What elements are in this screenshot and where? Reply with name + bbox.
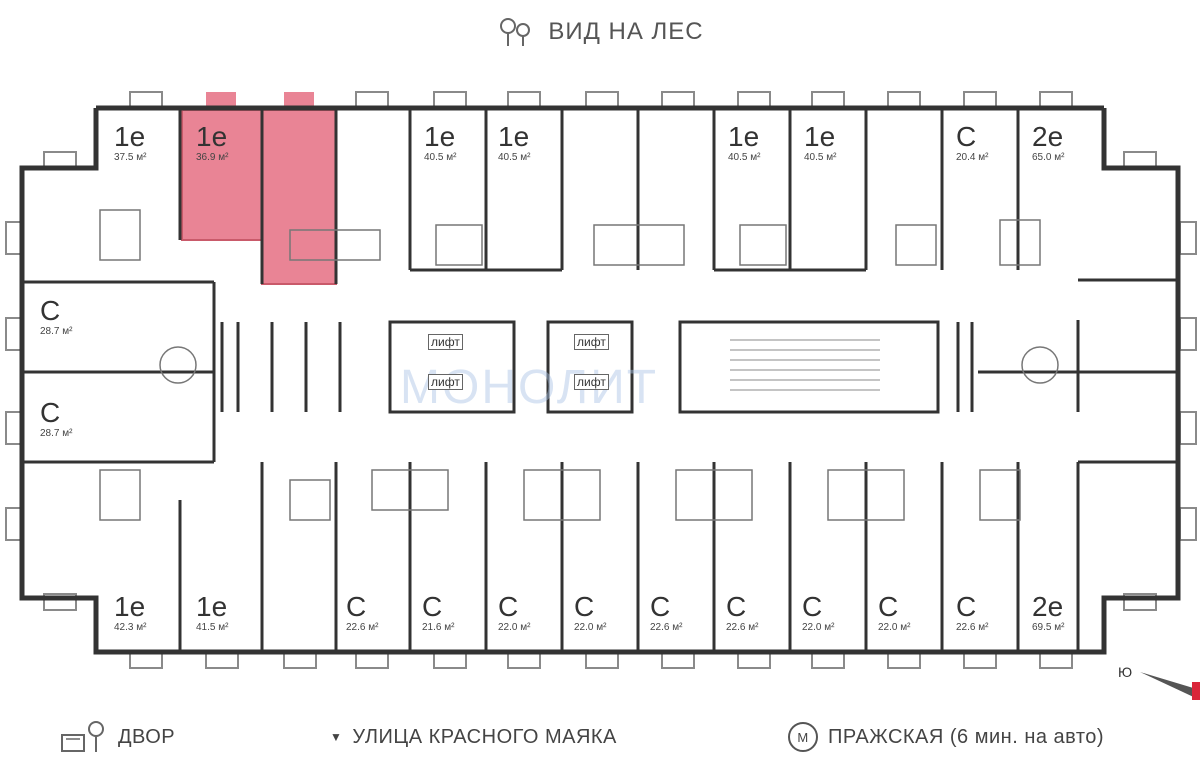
apartment-area: 22.0 м² [878,622,911,633]
yard-label: ДВОР [118,725,176,748]
apartment-area: 40.5 м² [424,152,457,163]
apartment-type: С [956,591,977,622]
apartment[interactable]: С 28.7 м² [40,296,112,366]
lift-label: лифт [574,374,609,390]
apartment[interactable]: 1е 40.5 м² [424,122,496,192]
apartment-area: 40.5 м² [804,152,837,163]
apartment[interactable]: С 20.4 м² [956,122,1028,192]
footer-metro: М ПРАЖСКАЯ (6 мин. на авто) [788,715,1104,759]
street-label: УЛИЦА КРАСНОГО МАЯКА [352,725,617,748]
apartment[interactable]: 1е 41.5 м² [196,592,268,662]
apartment-area: 69.5 м² [1032,622,1065,633]
apartment[interactable]: С 22.6 м² [346,592,418,662]
forest-icon [500,18,531,46]
apartment-type: С [346,591,367,622]
lift-label: лифт [574,334,609,350]
apartment-area: 40.5 м² [728,152,761,163]
apartment-type: 2е [1032,121,1064,152]
apartment-area: 22.0 м² [802,622,835,633]
apartment[interactable]: С 21.6 м² [422,592,494,662]
apartment-type: 1е [196,121,228,152]
triangle-down-icon: ▼ [330,730,343,744]
apartment-highlighted[interactable]: 1е 36.9 м² [196,122,268,192]
apartment-area: 28.7 м² [40,326,73,337]
metro-label: ПРАЖСКАЯ (6 мин. на авто) [828,725,1105,748]
apartment[interactable]: С 22.0 м² [802,592,874,662]
apartment-type: 1е [498,121,530,152]
apartment-type: С [802,591,823,622]
apartment[interactable]: С 28.7 м² [40,398,112,468]
apartment-area: 22.6 м² [956,622,989,633]
apartment-type: С [40,295,61,326]
apartment-type: 1е [114,121,146,152]
apartment[interactable]: С 22.6 м² [726,592,798,662]
apartment[interactable]: 1е 42.3 м² [114,592,186,662]
compass-label: Ю [1118,664,1133,680]
apartment[interactable]: С 22.6 м² [956,592,1028,662]
apartment[interactable]: С 22.0 м² [574,592,646,662]
apartment-area: 40.5 м² [498,152,531,163]
apartment-area: 22.0 м² [498,622,531,633]
apartment-type: С [956,121,977,152]
apartment[interactable]: 1е 40.5 м² [498,122,570,192]
apartment-area: 28.7 м² [40,428,73,439]
apartment-area: 20.4 м² [956,152,989,163]
header-title: ВИД НА ЛЕС [548,18,704,45]
apartment-area: 37.5 м² [114,152,147,163]
apartment-type: С [40,397,61,428]
apartment-area: 22.6 м² [726,622,759,633]
metro-icon: М [788,722,818,752]
apartment-type: 1е [804,121,836,152]
header: ВИД НА ЛЕС [0,10,1200,54]
apartment[interactable]: 1е 40.5 м² [804,122,876,192]
apartment-type: С [878,591,899,622]
apartment-area: 41.5 м² [196,622,229,633]
yard-icon [61,721,104,752]
apartment-type: 2е [1032,591,1064,622]
apartment-type: С [422,591,443,622]
apartment-type: С [726,591,747,622]
apartment[interactable]: С 22.0 м² [878,592,950,662]
apartment-area: 22.6 м² [650,622,683,633]
apartment-type: 1е [114,591,146,622]
lift-label: лифт [428,374,463,390]
apartment-area: 36.9 м² [196,152,229,163]
apartment-type: 1е [728,121,760,152]
apartment[interactable]: С 22.0 м² [498,592,570,662]
apartment-type: С [650,591,671,622]
apartment[interactable]: С 22.6 м² [650,592,722,662]
apartment-area: 42.3 м² [114,622,147,633]
apartment-area: 65.0 м² [1032,152,1065,163]
footer-street: ▼ УЛИЦА КРАСНОГО МАЯКА [330,715,617,759]
apartment-area: 22.6 м² [346,622,379,633]
apartment-area: 22.0 м² [574,622,607,633]
lift-label: лифт [428,334,463,350]
apartment[interactable]: 1е 37.5 м² [114,122,186,192]
footer-yard: ДВОР [60,715,175,759]
apartment[interactable]: 2е 65.0 м² [1032,122,1104,192]
apartment-area: 21.6 м² [422,622,455,633]
apartment-type: С [498,591,519,622]
apartment[interactable]: 2е 69.5 м² [1032,592,1104,662]
apartment-type: 1е [196,591,228,622]
compass-arrow [1140,672,1200,700]
apartment[interactable]: 1е 40.5 м² [728,122,800,192]
apartment-type: 1е [424,121,456,152]
apartment-type: С [574,591,595,622]
